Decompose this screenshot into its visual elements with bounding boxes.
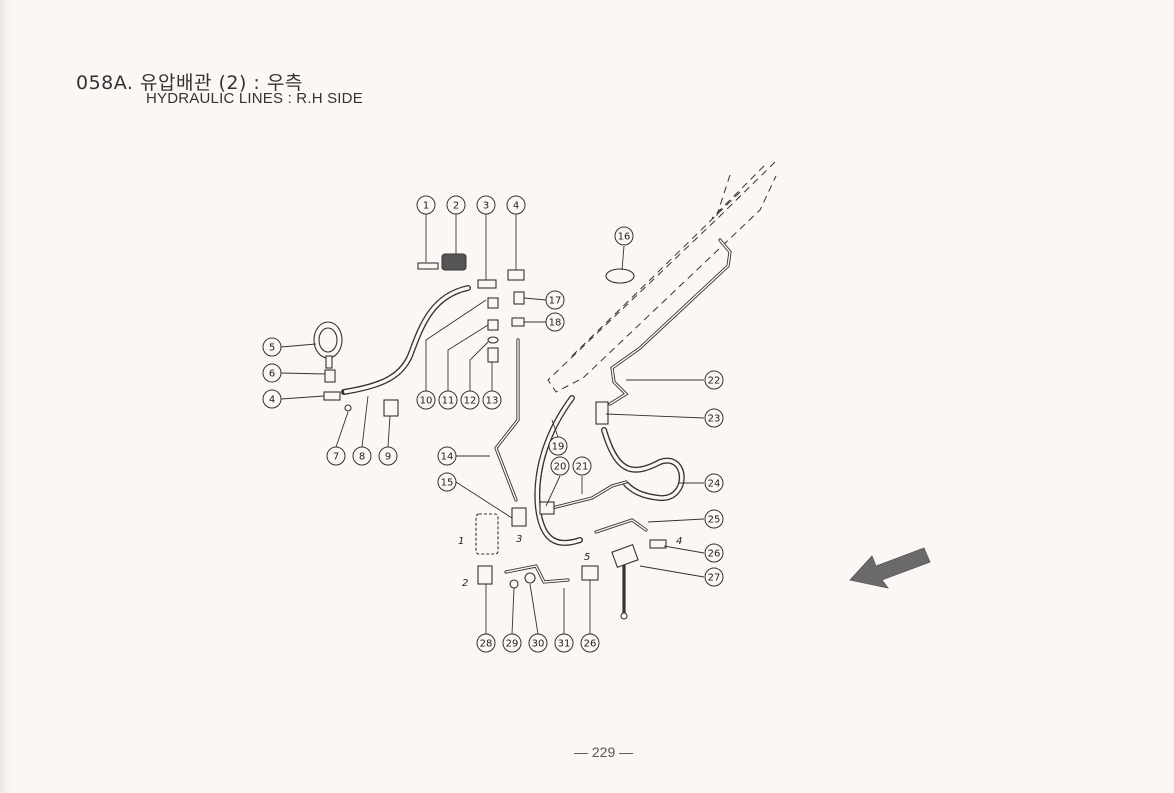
label-5: 5	[584, 552, 590, 563]
pipe-21	[550, 480, 628, 510]
svg-text:7: 7	[333, 452, 339, 463]
callout-25: 25	[704, 509, 724, 529]
page-subtitle: HYDRAULIC LINES : R.H SIDE	[146, 90, 363, 107]
svg-text:11: 11	[442, 396, 455, 407]
callout-18: 18	[545, 312, 565, 332]
callout-14: 14	[437, 446, 457, 466]
callout-23: 23	[704, 408, 724, 428]
label-1: 1	[458, 536, 464, 547]
callout-22: 22	[704, 370, 724, 390]
callout-29: 29	[502, 633, 522, 653]
callout-19: 19	[548, 436, 568, 456]
svg-text:15: 15	[441, 478, 454, 489]
callout-12: 12	[460, 390, 480, 410]
callout-7: 7	[326, 446, 346, 466]
callout-3: 3	[476, 195, 496, 215]
svg-text:16: 16	[618, 232, 631, 243]
svg-text:4: 4	[513, 201, 519, 212]
svg-text:14: 14	[441, 452, 454, 463]
svg-text:1: 1	[423, 201, 429, 212]
svg-text:4: 4	[269, 395, 275, 406]
callout-30: 30	[528, 633, 548, 653]
callout-17: 17	[545, 290, 565, 310]
svg-text:20: 20	[554, 462, 567, 473]
fittings	[323, 253, 667, 589]
callout-24: 24	[704, 473, 724, 493]
leader-lines	[280, 214, 705, 635]
callout-21: 21	[572, 456, 592, 476]
callout-10: 10	[416, 390, 436, 410]
callout-16: 16	[614, 226, 634, 246]
callout-8: 8	[352, 446, 372, 466]
callout-26: 26	[704, 543, 724, 563]
callout-13: 13	[482, 390, 502, 410]
svg-text:5: 5	[269, 343, 275, 354]
svg-text:17: 17	[549, 296, 562, 307]
callout-31: 31	[554, 633, 574, 653]
small-labels: 1 3 2 5 4	[458, 534, 682, 589]
pipe-22	[608, 238, 732, 406]
callout-6: 6	[262, 363, 282, 383]
boom-outline	[547, 161, 777, 393]
label-4: 4	[676, 536, 682, 547]
callout-27: 27	[704, 567, 724, 587]
svg-text:3: 3	[483, 201, 489, 212]
hose-19	[534, 395, 583, 546]
callout-2: 2	[446, 195, 466, 215]
hose-24	[601, 427, 685, 501]
callout-15: 15	[437, 472, 457, 492]
pipe-25	[594, 518, 648, 534]
callout-11: 11	[438, 390, 458, 410]
svg-text:31: 31	[558, 639, 571, 650]
svg-text:13: 13	[486, 396, 499, 407]
svg-text:22: 22	[708, 376, 721, 387]
callout-5: 5	[262, 337, 282, 357]
svg-text:23: 23	[708, 414, 721, 425]
svg-text:21: 21	[576, 462, 589, 473]
callout-28: 28	[476, 633, 496, 653]
pipe-31	[504, 564, 570, 584]
page-title: 058A. 유압배관 (2) : 우측	[76, 72, 303, 94]
pipe-14	[494, 338, 520, 502]
svg-text:30: 30	[532, 639, 545, 650]
svg-text:8: 8	[359, 452, 365, 463]
valve-27	[611, 544, 639, 620]
svg-text:26: 26	[708, 549, 721, 560]
svg-text:19: 19	[552, 442, 565, 453]
page-number: — 229 —	[574, 744, 634, 760]
svg-text:12: 12	[464, 396, 477, 407]
label-3: 3	[516, 534, 522, 545]
callout-1: 1	[416, 195, 436, 215]
gauge-5	[313, 321, 343, 369]
svg-text:24: 24	[708, 479, 721, 490]
svg-text:9: 9	[385, 452, 391, 463]
callout-4b: 4	[262, 389, 282, 409]
svg-text:26: 26	[584, 639, 597, 650]
svg-text:28: 28	[480, 639, 493, 650]
svg-text:27: 27	[708, 573, 721, 584]
svg-text:6: 6	[269, 369, 275, 380]
label-2: 2	[462, 578, 468, 589]
callout-26b: 26	[580, 633, 600, 653]
callout-4: 4	[506, 195, 526, 215]
svg-text:2: 2	[453, 201, 459, 212]
arrow-icon	[849, 547, 931, 589]
callout-9: 9	[378, 446, 398, 466]
svg-text:29: 29	[506, 639, 519, 650]
svg-text:10: 10	[420, 396, 433, 407]
svg-text:25: 25	[708, 515, 721, 526]
svg-text:18: 18	[549, 318, 562, 329]
callout-20: 20	[550, 456, 570, 476]
hose-8	[341, 285, 471, 395]
